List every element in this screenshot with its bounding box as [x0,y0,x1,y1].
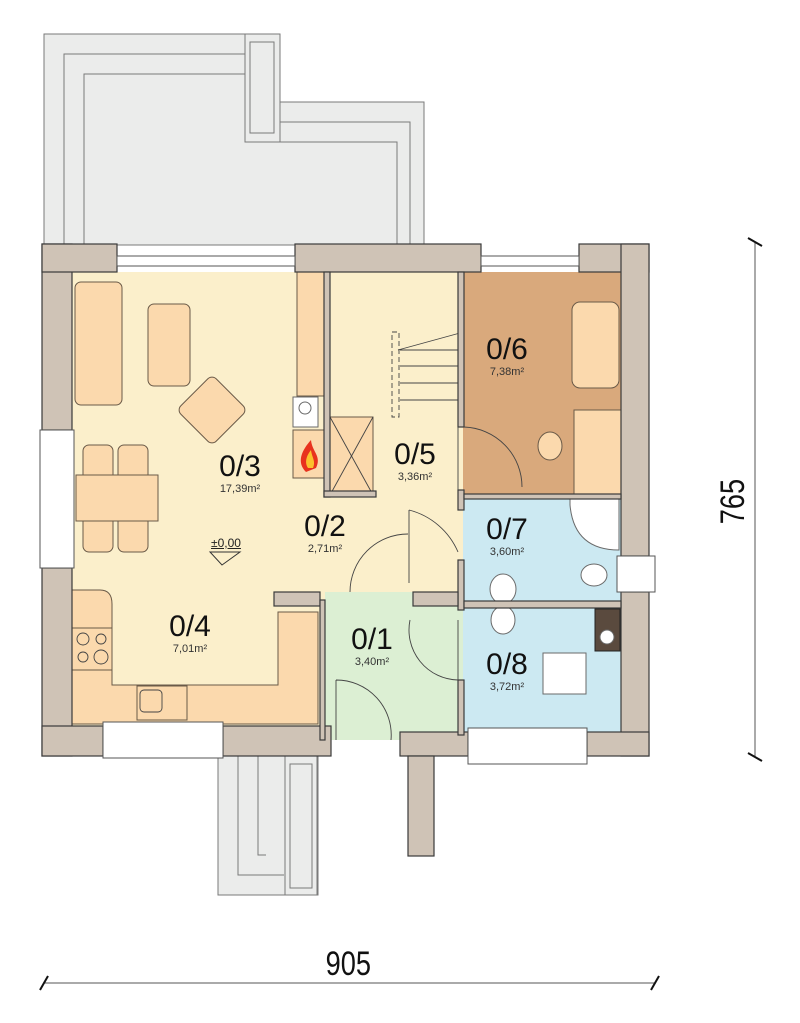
level-marker-icon [208,551,242,566]
width-dimension: 905 [325,945,372,983]
level-mark: ±0,00 [211,536,241,550]
doors [335,426,523,741]
kitchen-counter [71,589,319,725]
walls [41,243,650,857]
windows [39,255,656,765]
dimension-lines [39,237,763,991]
room-0-6-furniture [537,301,622,498]
rear-terrace [43,33,425,246]
room-floor-0-1 [325,592,463,740]
living-furniture [74,271,327,553]
depth-dimension: 765 [713,478,752,525]
front-terrace [217,754,319,896]
staircase [329,331,461,496]
